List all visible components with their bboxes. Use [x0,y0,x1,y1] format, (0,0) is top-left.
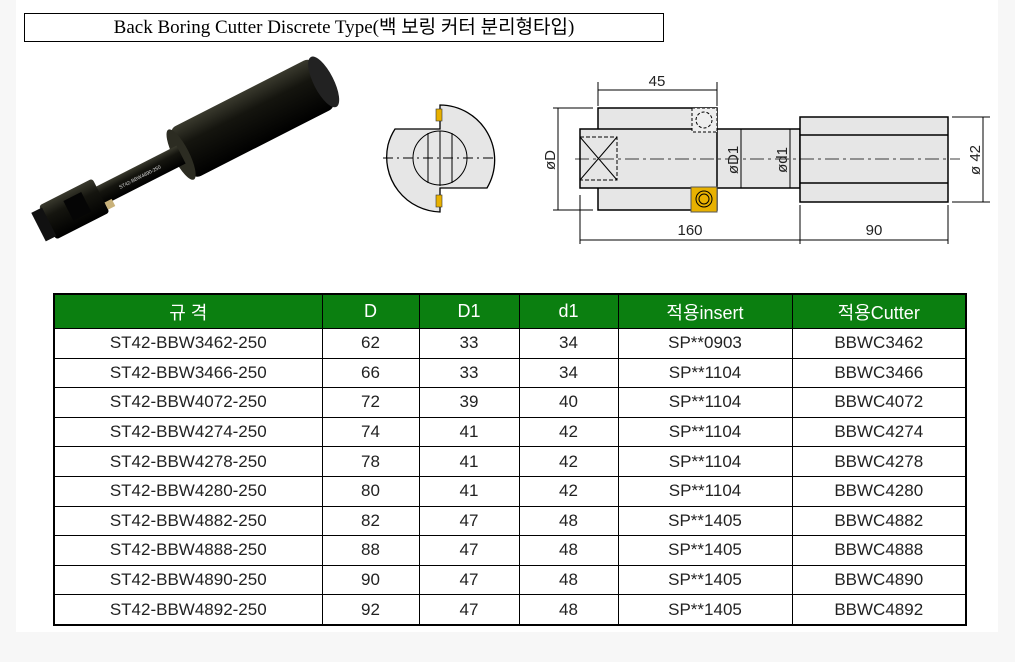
cell-d: 72 [321,387,420,418]
cell-d1: 48 [518,594,619,626]
tool-3d-image: ST42-BBW4890-250 [31,56,340,242]
cell-cutter: BBWC4072 [791,387,967,418]
cell-cutter: BBWC4890 [791,564,967,596]
cell-d1: 42 [518,446,619,477]
cell-spec: ST42-BBW4892-250 [53,594,323,626]
cell-d1-upper: 47 [418,564,520,596]
cell-spec: ST42-BBW4278-250 [53,446,323,477]
cell-insert: SP**1104 [617,416,793,448]
cell-spec: ST42-BBW4280-250 [53,475,323,507]
cell-spec: ST42-BBW3462-250 [53,328,323,359]
cell-cutter: BBWC3466 [791,357,967,389]
cell-cutter: BBWC4892 [791,594,967,626]
cross-section-drawing [383,104,497,213]
cell-spec: ST42-BBW4274-250 [53,416,323,448]
cell-cutter: BBWC4882 [791,505,967,537]
cell-insert: SP**1405 [617,505,793,537]
cell-d1-upper: 41 [418,475,520,507]
cell-cutter: BBWC4274 [791,416,967,448]
cell-d1-upper: 47 [418,594,520,626]
dim-diameter-42: ø 42 [967,145,984,175]
technical-drawing [553,82,990,244]
cell-d: 90 [321,564,420,596]
cell-d1-upper: 39 [418,387,520,418]
dim-diameter-D: øD [542,150,559,170]
cell-insert: SP**1104 [617,387,793,418]
dim-length-160: 160 [677,222,702,239]
cell-insert: SP**1104 [617,446,793,477]
dim-diameter-D1: øD1 [725,146,742,174]
cell-d1: 40 [518,387,619,418]
cell-d: 92 [321,594,420,626]
cell-spec: ST42-BBW4072-250 [53,387,323,418]
column-header-cutter: 적용Cutter [791,293,967,329]
dim-diameter-d1: ød1 [774,147,791,173]
cell-d1: 42 [518,416,619,448]
cell-cutter: BBWC4280 [791,475,967,507]
cell-insert: SP**1104 [617,475,793,507]
column-header-d: D [321,293,420,329]
cell-spec: ST42-BBW4888-250 [53,535,323,566]
product-figures: ST42-BBW4890-250 45 160 [31,56,990,244]
cell-d: 88 [321,535,420,566]
dim-length-90: 90 [866,222,883,239]
cell-d1: 42 [518,475,619,507]
cell-spec: ST42-BBW3466-250 [53,357,323,389]
column-header-insert: 적용insert [617,293,793,329]
dim-length-45: 45 [649,73,666,90]
cell-cutter: BBWC3462 [791,328,967,359]
column-header-d1-upper: D1 [418,293,520,329]
cell-d1-upper: 47 [418,505,520,537]
cell-d: 74 [321,416,420,448]
cell-insert: SP**1405 [617,535,793,566]
insert-bottom [435,194,443,208]
cell-cutter: BBWC4278 [791,446,967,477]
cell-d: 62 [321,328,420,359]
column-header-d1: d1 [518,293,619,329]
cell-insert: SP**1405 [617,564,793,596]
cell-d1: 48 [518,535,619,566]
cell-d1: 48 [518,505,619,537]
cell-d1: 34 [518,328,619,359]
cell-spec: ST42-BBW4882-250 [53,505,323,537]
cell-d: 80 [321,475,420,507]
cell-d1-upper: 47 [418,535,520,566]
cell-d1-upper: 41 [418,416,520,448]
cell-d: 66 [321,357,420,389]
insert-top [435,108,443,122]
cell-d1-upper: 41 [418,446,520,477]
cell-d1: 48 [518,564,619,596]
page-title: Back Boring Cutter Discrete Type(백 보링 커터… [24,13,664,42]
cell-d: 82 [321,505,420,537]
cell-d: 78 [321,446,420,477]
cell-cutter: BBWC4888 [791,535,967,566]
cell-insert: SP**1104 [617,357,793,389]
cell-d1-upper: 33 [418,357,520,389]
cell-spec: ST42-BBW4890-250 [53,564,323,596]
cell-insert: SP**0903 [617,328,793,359]
column-header-spec: 규 격 [53,293,323,329]
cell-d1: 34 [518,357,619,389]
cell-d1-upper: 33 [418,328,520,359]
cell-insert: SP**1405 [617,594,793,626]
